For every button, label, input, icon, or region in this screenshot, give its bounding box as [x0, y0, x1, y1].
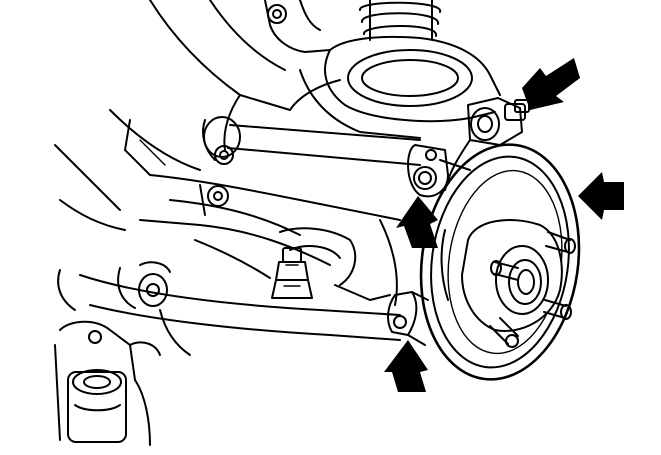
lower-long-member	[57, 261, 401, 356]
arrow-lower-joint	[384, 340, 428, 392]
upper-link	[202, 116, 421, 166]
stabilizer-bolt	[271, 247, 313, 299]
lower-bushing-bracket	[54, 320, 161, 446]
upper-frame	[54, 0, 341, 231]
link-end-nut	[407, 144, 471, 198]
wheel-hub	[461, 219, 576, 348]
lower-ball-joint	[387, 291, 429, 346]
arrow-link-nut	[396, 196, 438, 248]
lower-control-arm	[139, 174, 401, 306]
arrow-brake-disc	[578, 172, 624, 220]
brake-disc	[419, 143, 581, 381]
arrow-upper-bushing	[522, 58, 580, 110]
upper-control-arm	[299, 35, 501, 139]
coil-spring	[358, 0, 442, 41]
